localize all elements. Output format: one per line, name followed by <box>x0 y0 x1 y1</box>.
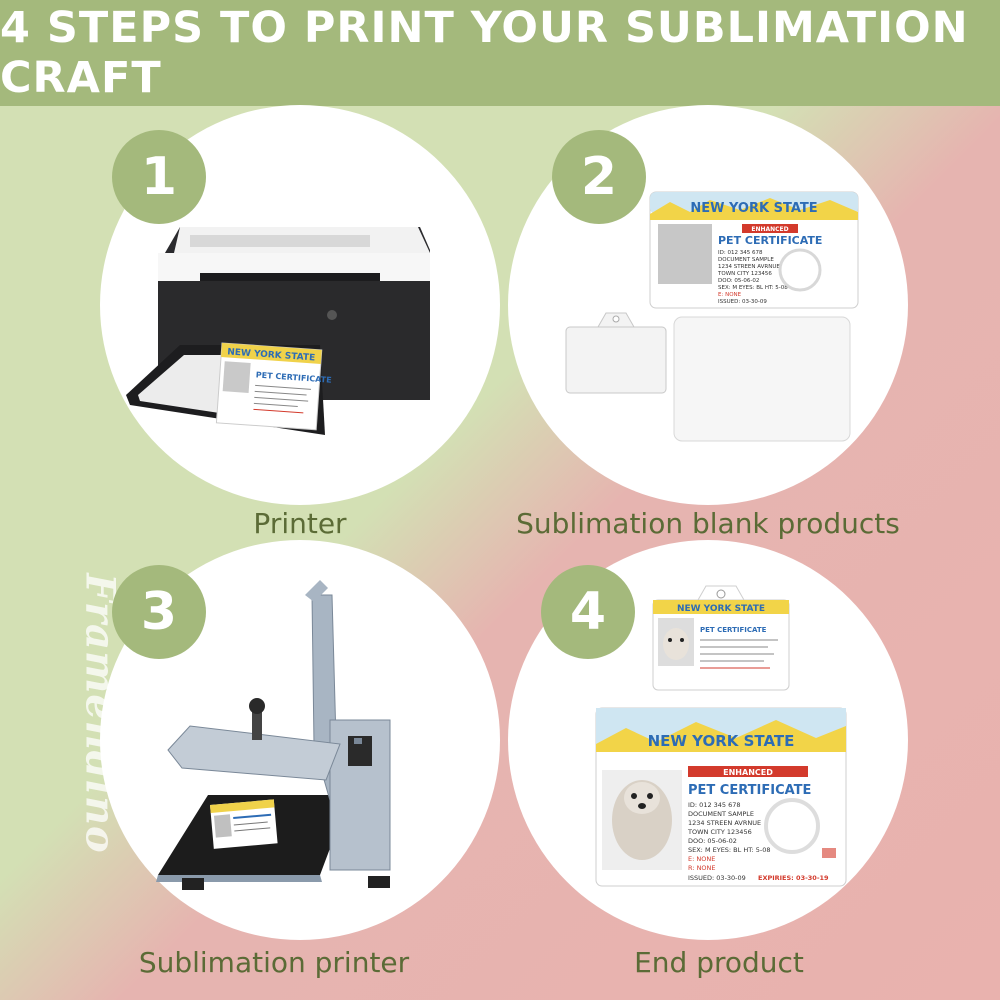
end-card-sex-text: SEX: M EYES: BL HT: 5-08 <box>688 846 770 854</box>
finished-tag: NEW YORK STATE PET CERTIFICATE <box>652 585 790 691</box>
end-card-id-text: ID: 012 345 678 <box>688 801 741 809</box>
step-2-badge: 2 <box>552 130 646 224</box>
card-dob-text: DOO: 05-06-02 <box>718 278 759 284</box>
card-id-text: ID: 012 345 678 <box>718 250 763 256</box>
end-product-image: NEW YORK STATE PET CERTIFICATE NEW YORK … <box>595 585 847 887</box>
page-title: 4 STEPS TO PRINT YOUR SUBLIMATION CRAFT <box>0 3 969 103</box>
end-card-town-text: TOWN CITY 123456 <box>687 828 752 836</box>
finished-card: NEW YORK STATE ENHANCED PET CERTIFICATE … <box>595 707 847 887</box>
end-card-title-text: PET CERTIFICATE <box>688 783 811 798</box>
printer-image: NEW YORK STATE PET CERTIFICATE <box>126 227 430 435</box>
card-sex-text: SEX: M EYES: BL HT: 5-08 <box>718 285 788 291</box>
step-3-badge: 3 <box>112 565 206 659</box>
end-card-dob-text: DOO: 05-06-02 <box>688 837 737 845</box>
end-card-issued-text: ISSUED: 03-30-09 <box>688 874 746 882</box>
pet-certificate-card: NEW YORK STATE ENHANCED PET CERTIFICATE … <box>649 191 859 309</box>
blank-tag <box>565 312 667 394</box>
step-1-label: Printer <box>253 507 347 540</box>
heat-press-image <box>156 580 391 890</box>
end-card-doc-text: DOCUMENT SAMPLE <box>688 810 754 818</box>
step-2-label: Sublimation blank products <box>516 507 900 540</box>
header-banner: 4 STEPS TO PRINT YOUR SUBLIMATION CRAFT <box>0 0 1000 106</box>
card-doc-text: DOCUMENT SAMPLE <box>718 257 774 263</box>
card-town-text: TOWN CITY 123456 <box>717 271 772 277</box>
step-4-badge: 4 <box>541 565 635 659</box>
end-card-e-text: E: NONE <box>688 855 715 863</box>
card-e-text: E: NONE <box>718 292 742 298</box>
end-card-state-text: NEW YORK STATE <box>648 732 795 750</box>
step-1-badge: 1 <box>112 130 206 224</box>
card-issued-text: ISSUED: 03-30-09 <box>718 299 767 305</box>
card-state-text: NEW YORK STATE <box>690 201 817 216</box>
blank-card <box>673 316 851 442</box>
end-card-expires-text: EXPIRIES: 03-30-19 <box>758 874 829 882</box>
svg-text:PET CERTIFICATE: PET CERTIFICATE <box>700 626 767 634</box>
end-card-r-text: R: NONE <box>688 864 716 872</box>
card-badge-text: ENHANCED <box>751 226 788 233</box>
svg-text:NEW YORK STATE: NEW YORK STATE <box>677 604 765 614</box>
end-card-badge-text: ENHANCED <box>723 768 773 777</box>
step-3-circle <box>100 540 500 940</box>
card-street-text: 1234 STREEN AVRNUE <box>718 264 780 270</box>
blank-products-image: NEW YORK STATE ENHANCED PET CERTIFICATE … <box>565 191 859 442</box>
step-4-label: End product <box>634 946 804 979</box>
end-card-street-text: 1234 STREEN AVRNUE <box>688 819 761 827</box>
card-title-text: PET CERTIFICATE <box>718 234 822 247</box>
step-3-label: Sublimation printer <box>138 946 410 979</box>
